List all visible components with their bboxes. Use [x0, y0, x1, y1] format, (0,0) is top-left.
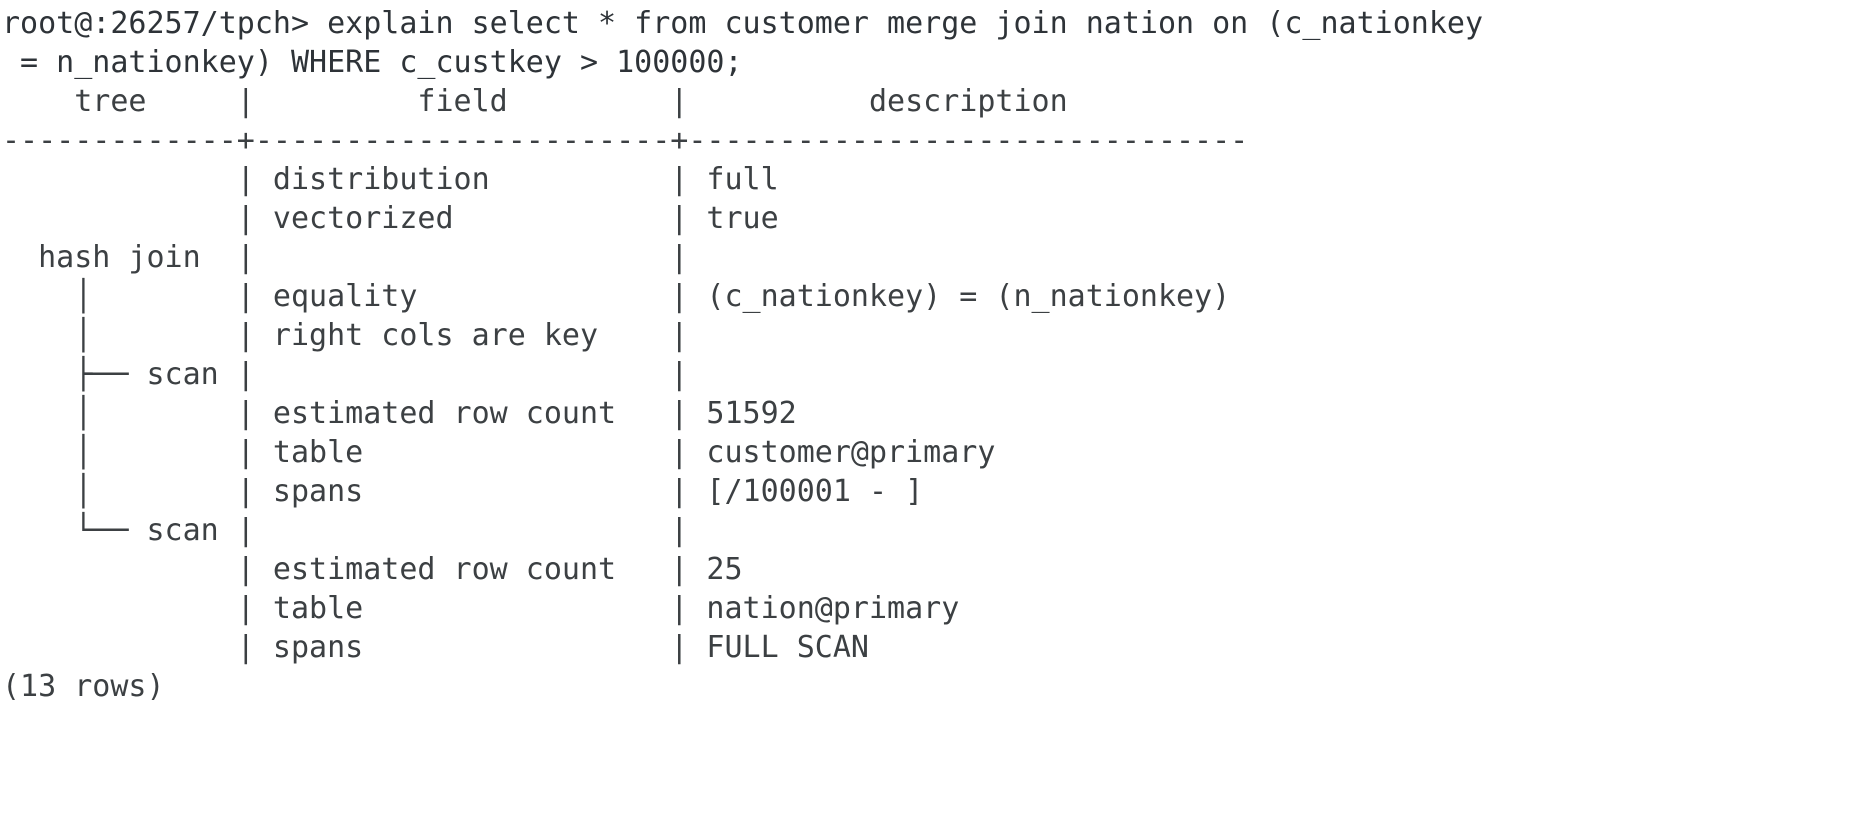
- table-row-right-cols-are-key: │ | right cols are key |: [2, 318, 689, 353]
- table-row-scan-customer: ├── scan | |: [2, 357, 689, 392]
- table-row-spans-customer: │ | spans | [/100001 - ]: [2, 474, 924, 509]
- table-row-equality: │ | equality | (c_nationkey) = (n_nation…: [2, 279, 1231, 314]
- table-row-vectorized: | vectorized | true: [2, 201, 779, 236]
- table-separator-row: -------------+-----------------------+--…: [2, 123, 1249, 158]
- table-row-estimated-row-count-customer: │ | estimated row count | 51592: [2, 396, 797, 431]
- table-row-estimated-row-count-nation: | estimated row count | 25: [2, 552, 743, 587]
- table-row-table-nation: | table | nation@primary: [2, 591, 960, 626]
- table-row-scan-nation: └── scan | |: [2, 513, 689, 548]
- table-header-row: tree | field | description: [2, 84, 1068, 119]
- table-row-hash-join: hash join | |: [2, 240, 689, 275]
- table-row-table-customer: │ | table | customer@primary: [2, 435, 996, 470]
- result-row-count: (13 rows): [2, 669, 165, 704]
- prompt-line-2: = n_nationkey) WHERE c_custkey > 100000;: [2, 45, 743, 80]
- prompt-line-1: root@:26257/tpch> explain select * from …: [2, 6, 1484, 41]
- table-row-distribution: | distribution | full: [2, 162, 779, 197]
- table-row-spans-nation: | spans | FULL SCAN: [2, 630, 869, 665]
